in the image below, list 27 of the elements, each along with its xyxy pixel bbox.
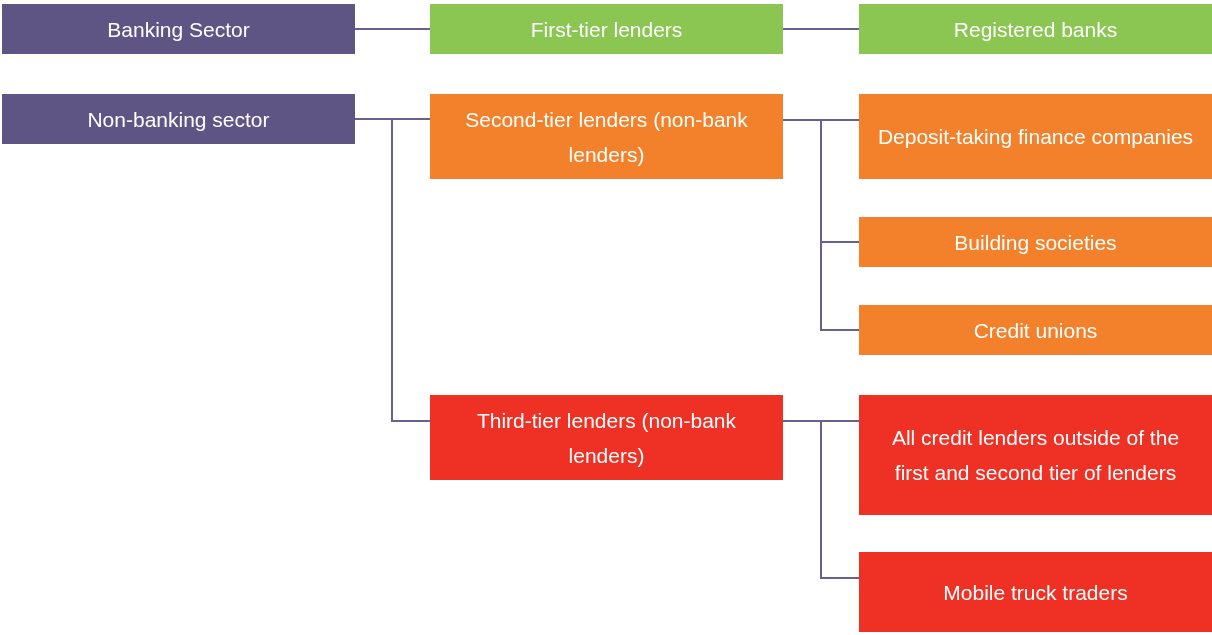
connector-line: [782, 420, 860, 579]
box-label: Mobile truck traders: [943, 579, 1128, 606]
box-label: Third-tier lenders (non-bank lenders): [475, 407, 738, 469]
box-label: Building societies: [954, 229, 1117, 256]
category-box: [430, 395, 783, 480]
box-label: Credit unions: [973, 317, 1098, 344]
connector-line: [782, 28, 860, 30]
box-label: Deposit-taking finance companies: [877, 124, 1194, 150]
category-box: [2, 4, 355, 54]
category-box: [859, 217, 1212, 267]
box-label: Registered banks: [953, 16, 1118, 43]
category-box: [859, 552, 1212, 632]
connector-line: [782, 119, 860, 331]
box-label: Second-tier lenders (non-bank lenders): [464, 106, 749, 168]
connector-line: [354, 118, 431, 422]
category-box: [430, 4, 783, 54]
connector-line: [354, 28, 431, 30]
category-box: [859, 305, 1212, 355]
category-box: [859, 4, 1212, 54]
box-label: First-tier lenders: [530, 16, 683, 43]
category-box: [859, 94, 1212, 179]
box-label: All credit lenders outside of the first and second tier of lenders: [890, 425, 1181, 486]
category-box: [859, 395, 1212, 515]
box-label: Banking Sector: [107, 16, 250, 43]
category-box: [430, 94, 783, 179]
box-label: Non-banking sector: [87, 106, 270, 133]
category-box: [2, 94, 355, 144]
